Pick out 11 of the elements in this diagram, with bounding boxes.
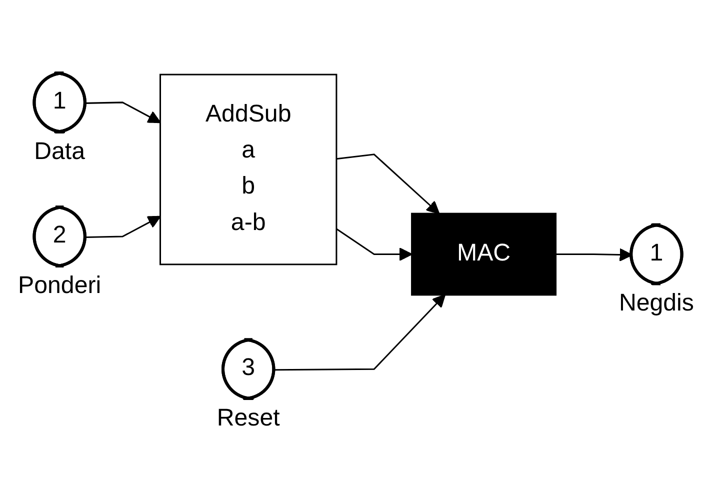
port-label: Data xyxy=(34,138,86,165)
port-label: Reset xyxy=(216,404,280,432)
node-box: AddSub a b a-b xyxy=(160,73,338,265)
port-label: Negdis xyxy=(618,289,694,316)
arrow xyxy=(274,294,446,370)
port-label: Ponderi xyxy=(18,272,102,299)
arrow xyxy=(336,228,412,261)
arrow xyxy=(86,216,161,238)
arrow xyxy=(86,101,161,123)
arrow xyxy=(336,153,440,214)
node-box: MAC xyxy=(411,212,557,296)
